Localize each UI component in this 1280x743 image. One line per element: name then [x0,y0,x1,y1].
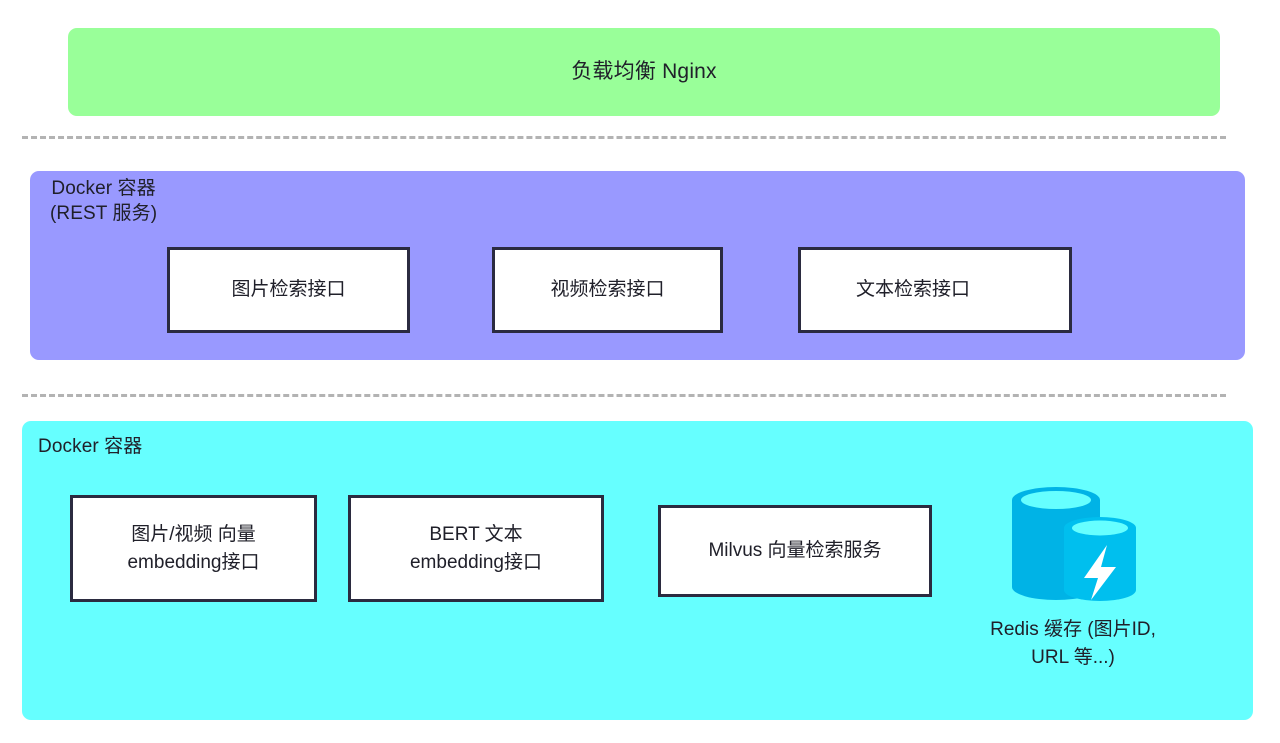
load-balancer-label: 负载均衡 Nginx [571,59,717,83]
service-box-label: BERT 文本 embedding接口 [409,523,543,573]
rest-tier-title: Docker 容器 (REST 服务) [50,178,158,225]
service-box-image-video-embedding[interactable]: 图片/视频 向量 embedding接口 [70,495,317,602]
service-box-text-search[interactable]: 文本检索接口 [798,247,1072,333]
divider-bottom [22,394,1226,397]
divider-top [22,136,1226,139]
engine-tier-title: Docker 容器 [38,436,143,457]
service-box-video-search[interactable]: 视频检索接口 [492,247,723,333]
service-box-milvus-vector-search[interactable]: Milvus 向量检索服务 [658,505,932,597]
redis-database-cylinder-icon [1012,487,1136,601]
service-box-label: 文本检索接口 [855,279,970,301]
service-box-bert-text-embedding[interactable]: BERT 文本 embedding接口 [348,495,604,602]
redis-datastore-group[interactable]: Redis 缓存 (图片ID, URL 等...) [962,482,1184,672]
service-box-image-search[interactable]: 图片检索接口 [167,247,410,333]
redis-datastore-caption: Redis 缓存 (图片ID, URL 等...) [990,619,1156,668]
load-balancer-band: 负载均衡 Nginx [68,28,1220,116]
service-box-label: 图片/视频 向量 embedding接口 [127,523,260,573]
service-box-label: Milvus 向量检索服务 [708,540,882,562]
service-box-label: 视频检索接口 [550,279,665,301]
service-box-label: 图片检索接口 [231,279,346,301]
